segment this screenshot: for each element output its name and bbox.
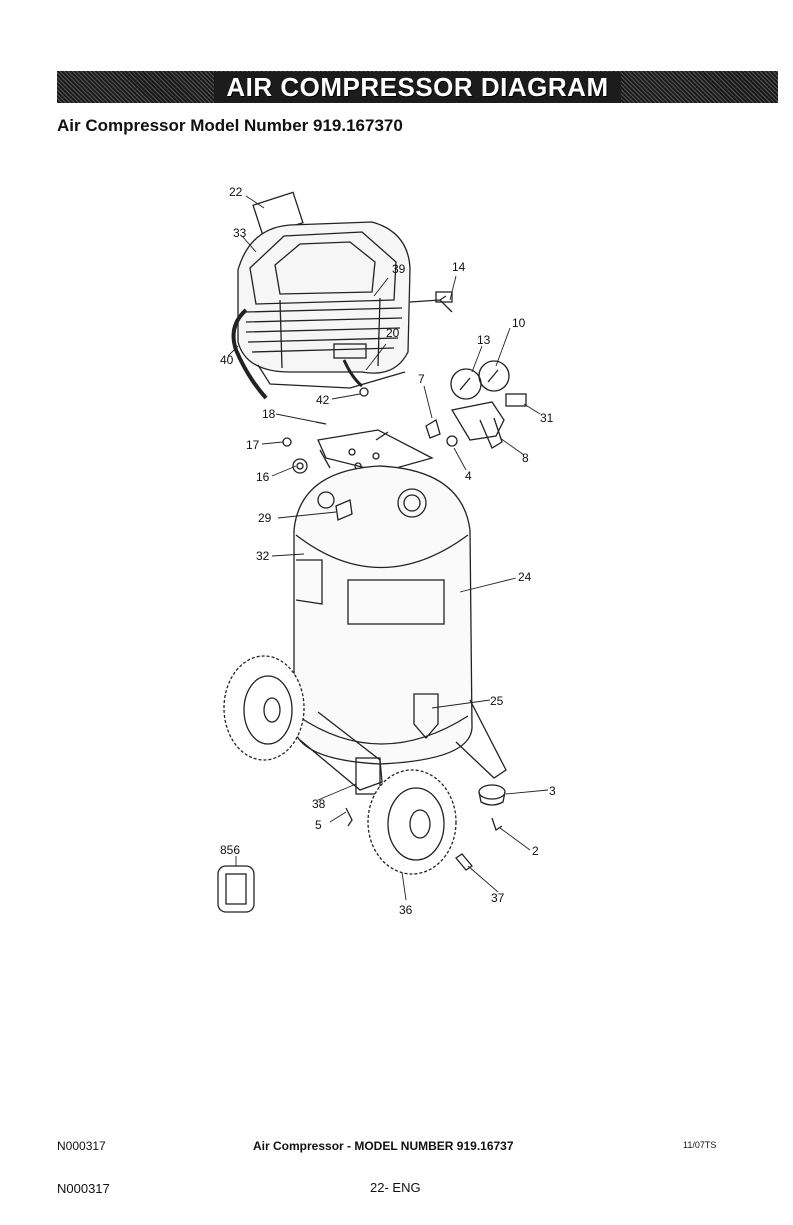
page-number: 22- ENG	[370, 1180, 421, 1195]
callout-label: 22	[229, 185, 243, 199]
callout-label: 24	[518, 570, 532, 584]
callout-label: 42	[316, 393, 330, 407]
callout-label: 17	[246, 438, 260, 452]
callout-label: 14	[452, 260, 466, 274]
footer-title: Air Compressor - MODEL NUMBER 919.16737	[253, 1139, 514, 1153]
callout-label: 856	[220, 843, 240, 857]
callout-label: 39	[392, 262, 406, 276]
callout-label: 31	[540, 411, 554, 425]
callout-label: 36	[399, 903, 413, 917]
callout-label: 37	[491, 891, 505, 905]
callout-label: 38	[312, 797, 326, 811]
callout-label: 25	[490, 694, 504, 708]
manual-part	[218, 866, 254, 912]
callout-label: 20	[386, 326, 400, 340]
callout-label: 2	[532, 844, 539, 858]
callout-label: 18	[262, 407, 276, 421]
callout-label: 29	[258, 511, 272, 525]
wheel-part	[368, 770, 456, 874]
gauge-part	[479, 361, 509, 391]
callout-label: 8	[522, 451, 529, 465]
callout-label: 5	[315, 818, 322, 832]
callout-label: 32	[256, 549, 270, 563]
air-tank	[294, 466, 472, 764]
callout-label: 4	[465, 469, 472, 483]
gauge-part	[451, 369, 481, 399]
footer-date-code: 11/07TS	[683, 1140, 716, 1150]
callout-label: 16	[256, 470, 270, 484]
callout-label: 3	[549, 784, 556, 798]
page-code: N000317	[57, 1181, 110, 1196]
callout-label: 13	[477, 333, 491, 347]
callout-label: 40	[220, 353, 234, 367]
callout-label: 10	[512, 316, 526, 330]
callout-label: 33	[233, 226, 247, 240]
callout-label: 7	[418, 372, 425, 386]
footer-part-code: N000317	[57, 1139, 106, 1153]
